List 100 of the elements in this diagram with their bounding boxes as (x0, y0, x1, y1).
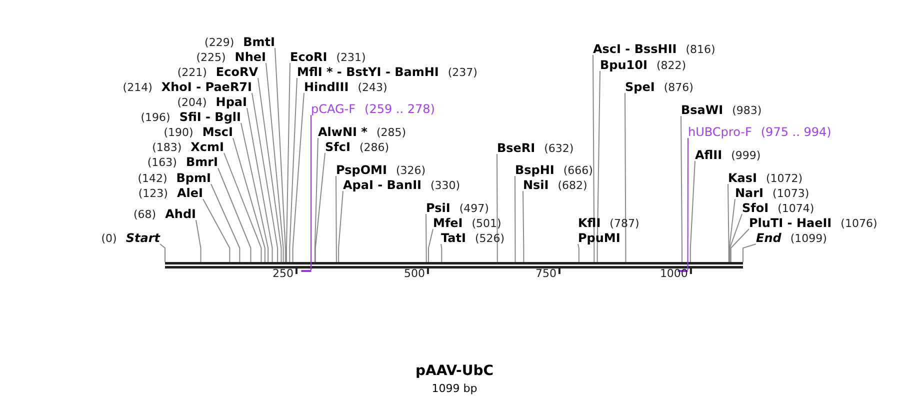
leader-line (289, 78, 298, 262)
enzyme-name: Start (126, 231, 160, 245)
enzyme-name: AleI (176, 186, 203, 200)
enzyme-name: BseRI (497, 141, 536, 155)
primer-range: (975 .. 994) (760, 125, 832, 139)
leader-line (624, 92, 626, 262)
site-position: (68) (134, 208, 156, 221)
enzyme-name: PspOMI (336, 163, 387, 177)
enzyme-name: End (756, 231, 782, 245)
enzyme-name: PpuMI (578, 231, 622, 246)
site-position: (666) (563, 164, 593, 177)
enzyme-name: KflI (578, 216, 601, 230)
site-position: (0) (101, 232, 117, 245)
enzyme-name: ApaI - BanII (343, 178, 422, 192)
diagram-title: pAAV-UbC (415, 363, 494, 379)
site-position: (229) (204, 36, 234, 49)
site-position: (123) (138, 187, 168, 200)
site-position: (822) (656, 59, 686, 72)
leader-line (592, 54, 595, 262)
enzyme-name: SpeI (625, 80, 655, 94)
leader-line (730, 228, 750, 262)
enzyme-name: NheI (234, 50, 266, 64)
axis-tick-label: 500 (404, 267, 425, 280)
leader-line (514, 176, 516, 262)
site-position: (231) (336, 51, 366, 64)
site-position: (196) (140, 111, 170, 124)
enzyme-name: AlwNI * (318, 125, 368, 139)
leader-line (578, 244, 580, 262)
leader-line (314, 152, 326, 262)
leader-line (224, 152, 262, 262)
site-position: (787) (610, 217, 640, 230)
leader-line (196, 220, 202, 262)
site-position: (983) (732, 104, 762, 117)
enzyme-name: HpaI (216, 95, 247, 109)
leader-line (310, 114, 312, 270)
site-position: (225) (196, 51, 226, 64)
site-position: (501) (472, 217, 502, 230)
enzyme-name: BsaWI (681, 103, 724, 117)
site-position: (286) (359, 141, 390, 154)
leader-line (266, 62, 284, 262)
site-position: (190) (164, 126, 194, 139)
leader-line (496, 154, 498, 262)
diagram-caption: 1099 bp (432, 382, 478, 395)
leader-line (426, 214, 427, 262)
site-position: (221) (177, 66, 207, 79)
primer-name: pCAG-F (311, 102, 356, 116)
leader-line (440, 244, 442, 262)
enzyme-name: MscI (202, 125, 233, 139)
primer-range: (259 .. 278) (364, 102, 435, 116)
enzyme-name: HindIII (304, 80, 349, 94)
leader-line (286, 62, 290, 262)
sequence-backbone (165, 262, 743, 268)
leader-line (729, 214, 742, 262)
enzyme-name: KasI (728, 171, 758, 185)
leader-line (690, 160, 696, 262)
leader-line (202, 198, 230, 262)
enzyme-name: AflII (695, 148, 722, 162)
enzyme-name: EcoRV (216, 65, 258, 79)
leader-line (728, 184, 730, 262)
enzyme-name: PluTI - HaeII (749, 216, 832, 230)
site-position: (682) (558, 179, 588, 192)
leader-line (742, 244, 756, 262)
site-position: (204) (177, 96, 207, 109)
axis-tick-label: 250 (272, 267, 294, 280)
enzyme-name: MflI * - BstYI - BamHI (297, 65, 439, 79)
leader-line (160, 244, 166, 262)
enzyme-name: XcmI (190, 140, 224, 154)
site-position: (876) (664, 81, 694, 94)
leader-line (338, 190, 344, 262)
primer-name: hUBCpro-F (688, 125, 752, 139)
enzyme-name: AscI - BssHII (593, 42, 677, 56)
site-position: (214) (122, 81, 152, 94)
enzyme-name: BmrI (186, 155, 218, 169)
enzyme-name: TatI (441, 231, 466, 245)
enzyme-name: SfcI (325, 140, 350, 154)
enzyme-name: BmtI (243, 35, 275, 49)
enzyme-name: BpmI (176, 171, 211, 185)
axis-tick-label: 750 (535, 267, 556, 280)
axis-tick-label: 1000 (660, 267, 688, 280)
leader-line (240, 122, 269, 262)
leader-line (274, 48, 286, 262)
enzyme-name: SfiI - BglI (179, 110, 241, 124)
site-position: (1072) (766, 172, 803, 185)
enzyme-name: NsiI (523, 178, 549, 192)
enzyme-name: NarI (735, 186, 764, 200)
site-position: (999) (731, 149, 761, 162)
site-position: (526) (474, 232, 505, 245)
leader-line (218, 168, 252, 262)
leader-line (210, 184, 240, 262)
site-position: (1076) (840, 217, 878, 230)
site-position: (326) (396, 164, 426, 177)
enzyme-name: PsiI (426, 201, 450, 215)
site-position: (816) (686, 43, 716, 56)
site-position: (330) (430, 179, 460, 192)
leader-line (246, 108, 273, 262)
leader-line (314, 138, 318, 262)
site-position: (243) (358, 81, 388, 94)
leader-line (252, 92, 278, 262)
leader-line (292, 92, 304, 262)
site-position: (163) (147, 156, 177, 169)
